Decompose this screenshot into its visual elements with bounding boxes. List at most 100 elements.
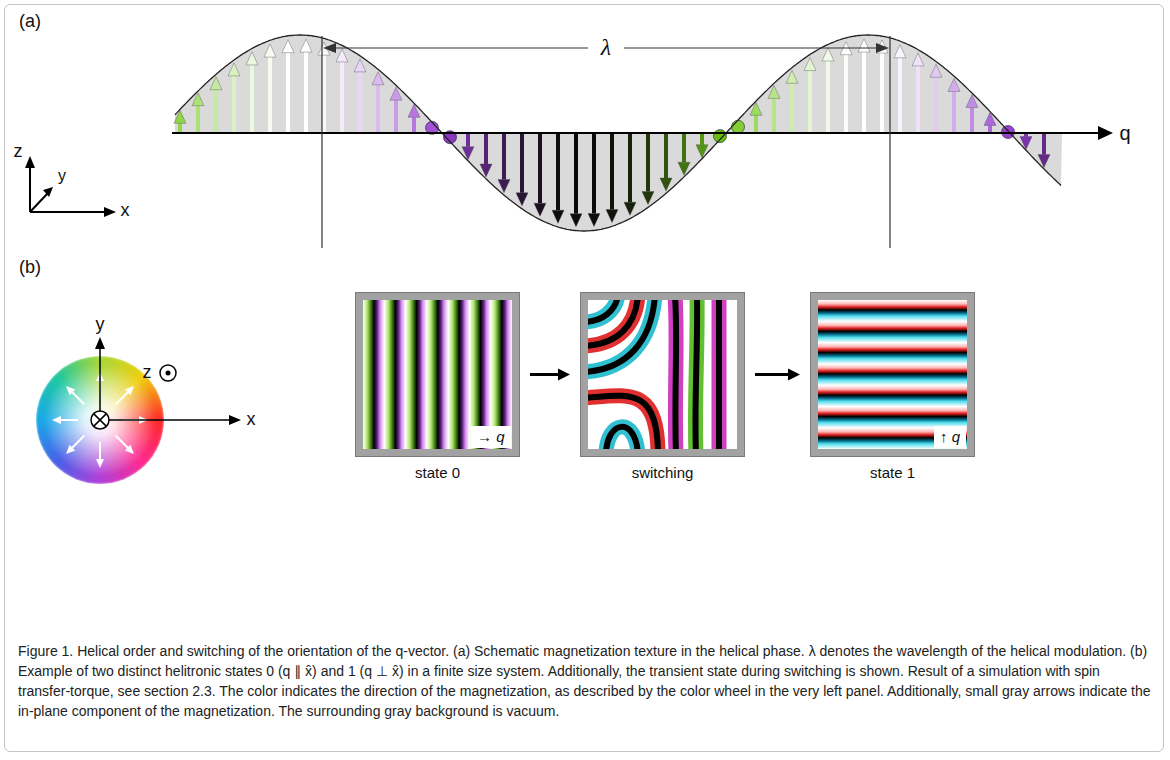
axis-label: λ [599, 34, 613, 60]
domain-core [588, 300, 638, 346]
spin-arrow-head [1020, 137, 1032, 150]
spin-arrow [646, 133, 650, 192]
spin-arrow [754, 115, 758, 133]
spin-arrow [286, 53, 290, 133]
q-axis-head [1098, 126, 1113, 140]
domain-stripe [588, 300, 655, 372]
axis-label: x [121, 201, 130, 221]
spin-arrow [520, 133, 524, 193]
domain-stripe [675, 300, 676, 449]
axis-triad [25, 156, 116, 217]
axis-label: x [247, 410, 256, 430]
spin-arrow-head [876, 40, 888, 53]
arrow-shaft [755, 373, 790, 376]
domain-core [695, 300, 697, 449]
spin-arrow [898, 58, 902, 133]
arrow-head [558, 369, 570, 381]
magnetization-texture [588, 300, 737, 449]
spin-arrow-head [336, 49, 348, 62]
spin-cone [732, 120, 745, 133]
spin-arrow [988, 125, 992, 133]
spin-arrow-head [228, 63, 240, 76]
spin-arrow [682, 133, 686, 162]
spin-cone [714, 130, 727, 143]
spin-arrow-head [552, 210, 564, 223]
wavelength-dimension [322, 36, 890, 248]
domain-core [675, 300, 676, 449]
spin-arrow [610, 133, 614, 210]
spin-arrow-head [984, 112, 996, 125]
domain-stripe [588, 300, 618, 322]
panel-caption: switching [580, 464, 745, 482]
spin-arrow-head [174, 110, 186, 123]
axis-label: q [1119, 122, 1130, 144]
domain-core [588, 300, 618, 322]
domain-stripe [606, 427, 638, 449]
axis-label: (b) [19, 258, 41, 278]
spin-arrow [664, 133, 668, 178]
simulation-panel: state 1 ↑ q [810, 292, 975, 484]
spin-arrow-head [624, 202, 636, 215]
domain-core [588, 396, 658, 449]
spin-arrow [862, 52, 866, 133]
spin-arrow-head [408, 104, 420, 117]
spin-arrow [394, 100, 398, 133]
spin-arrow-head [930, 64, 942, 77]
switch-arrow [755, 369, 800, 381]
spin-arrow [196, 106, 200, 133]
figure-caption: Figure 1. Helical order and switching of… [18, 641, 1152, 721]
switch-arrow [530, 369, 570, 381]
spin-arrow-head [516, 193, 528, 206]
panel-caption: state 0 [355, 464, 520, 482]
panel-caption: state 1 [810, 464, 975, 482]
spin-arrow [772, 98, 776, 133]
inset-text: ↑ q [940, 428, 960, 445]
arrow-head [788, 369, 800, 381]
domain-core [716, 300, 722, 449]
spin-arrow-head [894, 45, 906, 58]
q-axis [172, 132, 1100, 134]
spin-arrow [790, 83, 794, 133]
spin-arrow-head [786, 70, 798, 83]
domain-stripe [695, 300, 697, 449]
domain-core [606, 427, 638, 449]
into-page-symbol [91, 411, 109, 429]
spin-arrow [700, 133, 704, 145]
direction-inset: → q [471, 426, 511, 448]
spin-arrow [592, 133, 596, 214]
spin-arrow-head [858, 39, 870, 52]
spin-arrow-head [804, 58, 816, 71]
spin-arrow [502, 133, 506, 180]
spin-arrow-head [462, 147, 474, 160]
spin-arrow [484, 133, 488, 164]
domain-core [588, 300, 655, 372]
spin-arrow [826, 61, 830, 133]
spin-arrow [466, 133, 470, 147]
spin-arrow-head [912, 53, 924, 66]
simulation-panel: switching [580, 292, 745, 484]
spin-arrow-head [642, 192, 654, 205]
spin-arrow-head [534, 203, 546, 216]
spin-arrow [556, 133, 560, 210]
spin-arrow-head [282, 40, 294, 53]
spin-arrow [844, 55, 848, 133]
spin-arrow [952, 91, 956, 133]
spin-arrow-head [570, 214, 582, 227]
axis-label: y [96, 315, 105, 335]
axis-label: (a) [19, 12, 41, 32]
spin-arrow [178, 123, 182, 133]
vacuum-frame [580, 292, 745, 457]
spin-arrow [808, 71, 812, 133]
axis-label: y [58, 167, 66, 185]
domain-stripe [588, 300, 638, 346]
spin-arrow [340, 62, 344, 133]
spin-arrow-head [300, 39, 312, 52]
spin-arrow [232, 76, 236, 133]
spin-arrow [880, 53, 884, 133]
spin-arrow-head [750, 102, 762, 115]
spin-arrow [376, 85, 380, 133]
domain-stripe [588, 396, 658, 449]
spin-arrow [574, 133, 578, 214]
spin-arrow-head [588, 214, 600, 227]
spin-arrow-head [246, 52, 258, 65]
